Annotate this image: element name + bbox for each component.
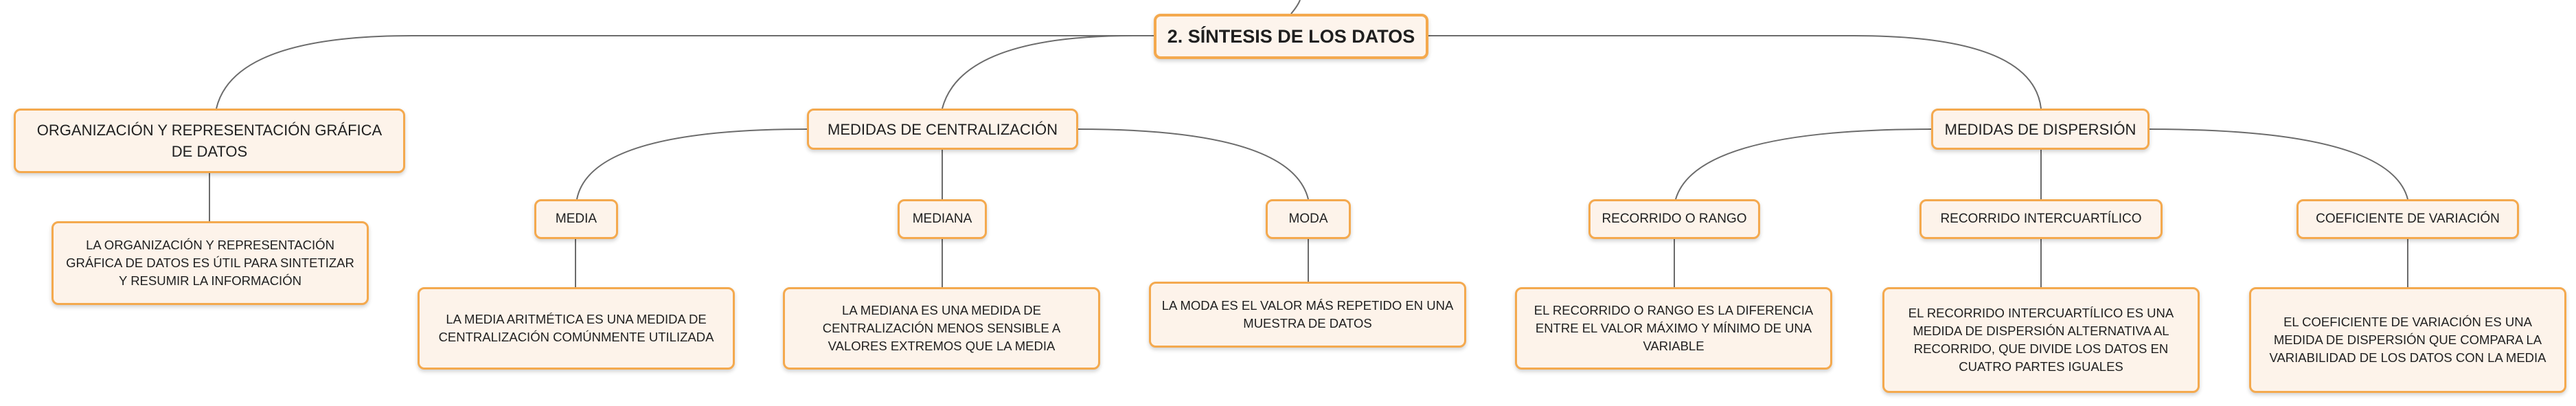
desc-moda[interactable]: LA MODA ES EL VALOR MÁS REPETIDO EN UNA … [1149, 282, 1466, 348]
desc-moda-text: LA MODA ES EL VALOR MÁS REPETIDO EN UNA … [1161, 298, 1454, 330]
node-organizacion[interactable]: ORGANIZACIÓN Y REPRESENTACIÓN GRÁFICA DE… [14, 109, 405, 173]
node-moda-label: MODA [1288, 212, 1328, 226]
node-mediana[interactable]: MEDIANA [898, 199, 987, 239]
node-organizacion-label: ORGANIZACIÓN Y REPRESENTACIÓN GRÁFICA DE… [36, 122, 383, 160]
node-centralizacion[interactable]: MEDIDAS DE CENTRALIZACIÓN [807, 109, 1078, 150]
node-rango[interactable]: RECORRIDO O RANGO [1588, 199, 1760, 239]
desc-intercuartilico[interactable]: EL RECORRIDO INTERCUARTÍLICO ES UNA MEDI… [1882, 287, 2200, 393]
desc-mediana[interactable]: LA MEDIANA ES UNA MEDIDA DE CENTRALIZACI… [783, 287, 1100, 370]
node-media-label: MEDIA [555, 212, 597, 226]
node-mediana-label: MEDIANA [912, 212, 972, 226]
node-intercuartilico-label: RECORRIDO INTERCUARTÍLICO [1940, 212, 2142, 226]
desc-media[interactable]: LA MEDIA ARITMÉTICA ES UNA MEDIDA DE CEN… [418, 287, 735, 370]
node-media[interactable]: MEDIA [534, 199, 618, 239]
root-label: 2. SÍNTESIS DE LOS DATOS [1167, 25, 1415, 47]
node-variacion[interactable]: COEFICIENTE DE VARIACIÓN [2296, 199, 2519, 239]
node-intercuartilico[interactable]: RECORRIDO INTERCUARTÍLICO [1919, 199, 2163, 239]
root-node[interactable]: 2. SÍNTESIS DE LOS DATOS [1154, 14, 1428, 59]
desc-organizacion-text: LA ORGANIZACIÓN Y REPRESENTACIÓN GRÁFICA… [66, 238, 354, 288]
node-variacion-label: COEFICIENTE DE VARIACIÓN [2316, 212, 2500, 226]
desc-intercuartilico-text: EL RECORRIDO INTERCUARTÍLICO ES UNA MEDI… [1908, 306, 2174, 374]
desc-variacion[interactable]: EL COEFICIENTE DE VARIACIÓN ES UNA MEDID… [2249, 287, 2566, 393]
desc-organizacion[interactable]: LA ORGANIZACIÓN Y REPRESENTACIÓN GRÁFICA… [52, 221, 369, 305]
node-centralizacion-label: MEDIDAS DE CENTRALIZACIÓN [828, 120, 1058, 138]
node-dispersion[interactable]: MEDIDAS DE DISPERSIÓN [1931, 109, 2150, 150]
desc-rango-text: EL RECORRIDO O RANGO ES LA DIFERENCIA EN… [1534, 303, 1814, 353]
desc-variacion-text: EL COEFICIENTE DE VARIACIÓN ES UNA MEDID… [2269, 315, 2546, 365]
node-moda[interactable]: MODA [1266, 199, 1351, 239]
node-dispersion-label: MEDIDAS DE DISPERSIÓN [1944, 120, 2136, 138]
node-rango-label: RECORRIDO O RANGO [1602, 212, 1747, 226]
desc-rango[interactable]: EL RECORRIDO O RANGO ES LA DIFERENCIA EN… [1515, 287, 1832, 370]
desc-mediana-text: LA MEDIANA ES UNA MEDIDA DE CENTRALIZACI… [822, 303, 1061, 353]
desc-media-text: LA MEDIA ARITMÉTICA ES UNA MEDIDA DE CEN… [438, 312, 714, 344]
